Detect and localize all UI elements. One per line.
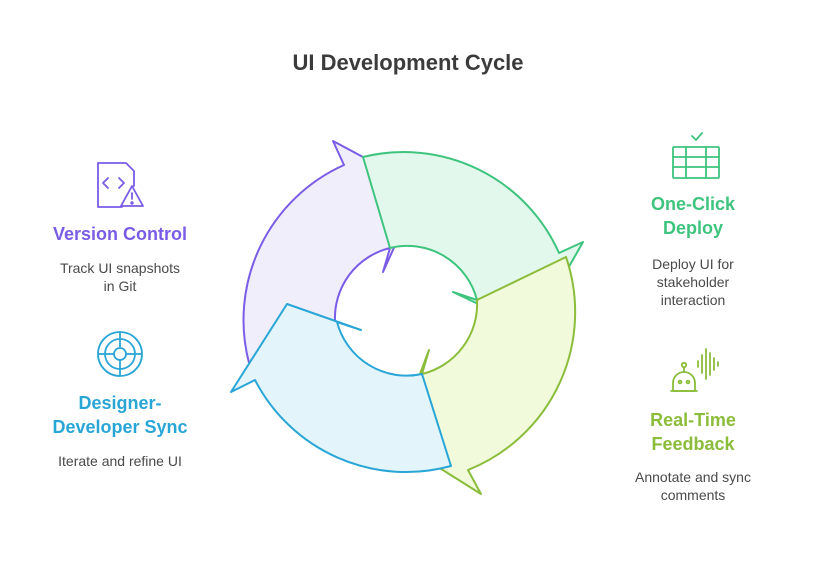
step-desc-one-click-deploy-line3: interaction <box>660 292 726 308</box>
step-heading-real-time-feedback-line2: Feedback <box>651 434 735 454</box>
code-file-warning-icon <box>97 162 144 208</box>
step-desc-designer-developer-sync: Iterate and refine UI <box>58 453 182 469</box>
step-desc-version-control-line2: in Git <box>103 278 137 294</box>
step-desc-real-time-feedback-line2: comments <box>660 487 726 503</box>
arrow-designer-developer-sync <box>230 303 452 474</box>
step-desc-one-click-deploy-line2: stakeholder <box>656 274 730 290</box>
step-heading-one-click-deploy-line2: Deploy <box>662 218 723 238</box>
step-heading-real-time-feedback-line1: Real-Time <box>650 410 736 430</box>
target-sync-icon <box>97 331 143 377</box>
server-check-icon <box>672 132 720 179</box>
step-heading-designer-developer-sync-line1: Designer- <box>78 393 162 413</box>
step-heading-one-click-deploy-line1: One-Click <box>650 194 736 214</box>
step-desc-version-control-line1: Track UI snapshots <box>59 260 181 276</box>
robot-voice-icon <box>670 348 719 392</box>
step-desc-real-time-feedback-line1: Annotate and sync <box>635 469 751 485</box>
step-heading-designer-developer-sync-line2: Developer Sync <box>52 417 188 437</box>
step-desc-one-click-deploy-line1: Deploy UI for <box>652 256 734 272</box>
step-heading-version-control: Version Control <box>52 224 187 244</box>
diagram-title: UI Development Cycle <box>292 50 524 75</box>
